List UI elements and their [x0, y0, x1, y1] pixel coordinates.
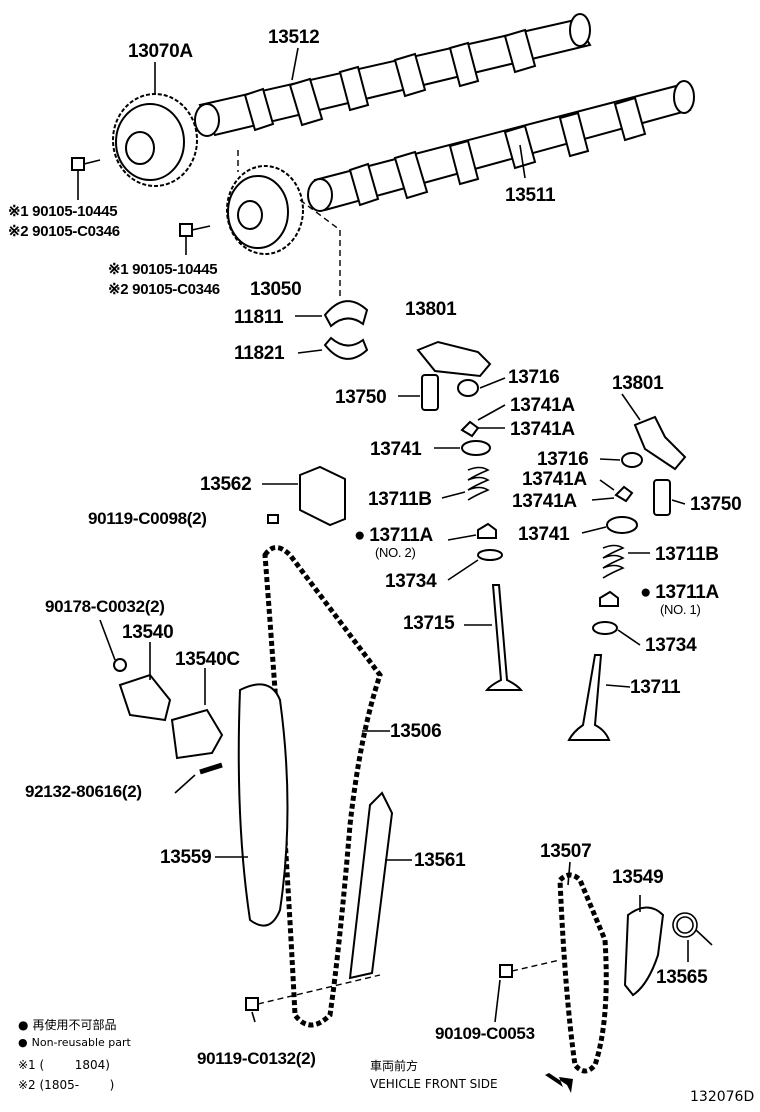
cam-sprocket-13070A: [112, 93, 198, 187]
label-13507: 13507: [540, 841, 592, 862]
label-13741-left: 13741: [370, 439, 422, 460]
label-13741A-4: 13741A: [512, 491, 577, 512]
retainer-13741-right: [606, 516, 638, 534]
oil-pump-chain-13507: [557, 872, 609, 1074]
bearing-11811: [323, 300, 369, 328]
bolt-90119-lower: [245, 997, 259, 1011]
stud-92132: [199, 762, 223, 775]
label-13711: 13711: [630, 677, 681, 698]
diagram-id: 132076D: [690, 1089, 755, 1105]
direction-en: VEHICLE FRONT SIDE: [370, 1077, 498, 1091]
label-13716-left: 13716: [508, 367, 560, 388]
label-13715: 13715: [403, 613, 455, 634]
retainer-13741-left: [461, 440, 491, 456]
vehicle-front-arrow: [545, 1073, 573, 1093]
chain-damper-13561: [348, 791, 394, 980]
label-13741A-2: 13741A: [510, 419, 575, 440]
seal-13711A-right: [599, 590, 619, 607]
valve-13711: [567, 654, 611, 741]
label-13711A-no2-sub: (NO. 2): [375, 545, 416, 560]
label-bolt1-note1: ※1 90105-10445: [8, 203, 118, 220]
label-13070A: 13070A: [128, 41, 193, 62]
direction-jp: 車両前方: [370, 1059, 419, 1073]
label-13506: 13506: [390, 721, 442, 742]
label-13562: 13562: [200, 474, 252, 495]
label-90119-C0132: 90119-C0132(2): [197, 1049, 316, 1068]
label-13734-left: 13734: [385, 571, 437, 592]
label-13750-right: 13750: [690, 494, 742, 515]
label-13711B-left: 13711B: [368, 489, 432, 510]
bolt-upper: [71, 157, 101, 171]
lash-adjuster-13750-left: [421, 374, 439, 411]
label-13559: 13559: [160, 847, 212, 868]
legend-note1: ※1 ( 1804): [18, 1058, 110, 1072]
lash-adjuster-13750-right: [653, 479, 671, 516]
spring-13711B-right: [602, 544, 625, 579]
washer-13734-right: [592, 621, 618, 635]
label-13716-right: 13716: [537, 449, 589, 470]
label-11811: 11811: [234, 307, 284, 328]
gasket-13540C: [170, 708, 224, 760]
label-13801-right: 13801: [612, 373, 664, 394]
chain-tensioner-13549: [623, 906, 665, 997]
label-13801-left: 13801: [405, 299, 457, 320]
bearing-11821: [323, 336, 369, 360]
tensioner-13540: [118, 673, 172, 722]
label-13711A-no1-sub: (NO. 1): [660, 602, 701, 617]
seal-13711A-left: [477, 522, 497, 539]
label-13741A-3: 13741A: [522, 469, 587, 490]
spring-13711B-left: [467, 466, 490, 501]
leader-lines: [77, 47, 689, 1023]
label-13741-right: 13741: [518, 524, 570, 545]
label-90119-C0098: 90119-C0098(2): [88, 509, 207, 528]
washer-13734-left: [477, 549, 503, 561]
label-bolt2-note1: ※1 90105-10445: [108, 261, 218, 278]
label-13750-left: 13750: [335, 387, 387, 408]
bolt-90109: [499, 964, 513, 978]
rocker-arm-13801-right: [633, 415, 687, 471]
chain-guide-13562: [299, 465, 346, 527]
label-90178-C0032: 90178-C0032(2): [45, 597, 165, 616]
keeper-right: [614, 485, 634, 503]
label-bolt2-note2: ※2 90105-C0346: [108, 281, 220, 298]
label-13540C: 13540C: [175, 649, 240, 670]
valve-13715: [484, 584, 524, 691]
pad-13716-left: [457, 379, 479, 397]
label-13741A-1: 13741A: [510, 395, 575, 416]
legend-nonreusable-en: Non-reusable part: [18, 1037, 131, 1048]
label-13512: 13512: [268, 27, 320, 48]
cam-sprocket-13050: [226, 165, 304, 255]
rocker-arm-13801-left: [416, 340, 492, 378]
label-13734-right: 13734: [645, 635, 697, 656]
label-bolt1-note2: ※2 90105-C0346: [8, 223, 120, 240]
label-13711A-no2: 13711A: [354, 526, 433, 545]
legend-nonreusable-jp: 再使用不可部品: [18, 1019, 116, 1031]
label-13561: 13561: [414, 850, 466, 871]
timing-chain-13506: [262, 545, 383, 1028]
chain-slipper-13559: [237, 683, 289, 927]
pad-13716-right: [621, 452, 643, 468]
label-13565: 13565: [656, 967, 708, 988]
label-92132-80616: 92132-80616(2): [25, 782, 142, 801]
label-90109-C0053: 90109-C0053: [435, 1024, 535, 1043]
label-13511: 13511: [505, 185, 556, 206]
label-11821: 11821: [234, 343, 285, 364]
label-13549: 13549: [612, 867, 664, 888]
camshaft-13512: [194, 13, 592, 137]
label-13711A-no1: 13711A: [640, 583, 719, 602]
label-13540: 13540: [122, 622, 174, 643]
label-13050: 13050: [250, 279, 302, 300]
spring-13565: [672, 912, 713, 946]
keeper-left: [460, 420, 480, 438]
legend-note2: ※2 (1805- ): [18, 1078, 115, 1092]
label-13711B-right: 13711B: [655, 544, 719, 565]
bolt-lower: [179, 223, 211, 237]
camshaft-13511: [307, 80, 695, 212]
